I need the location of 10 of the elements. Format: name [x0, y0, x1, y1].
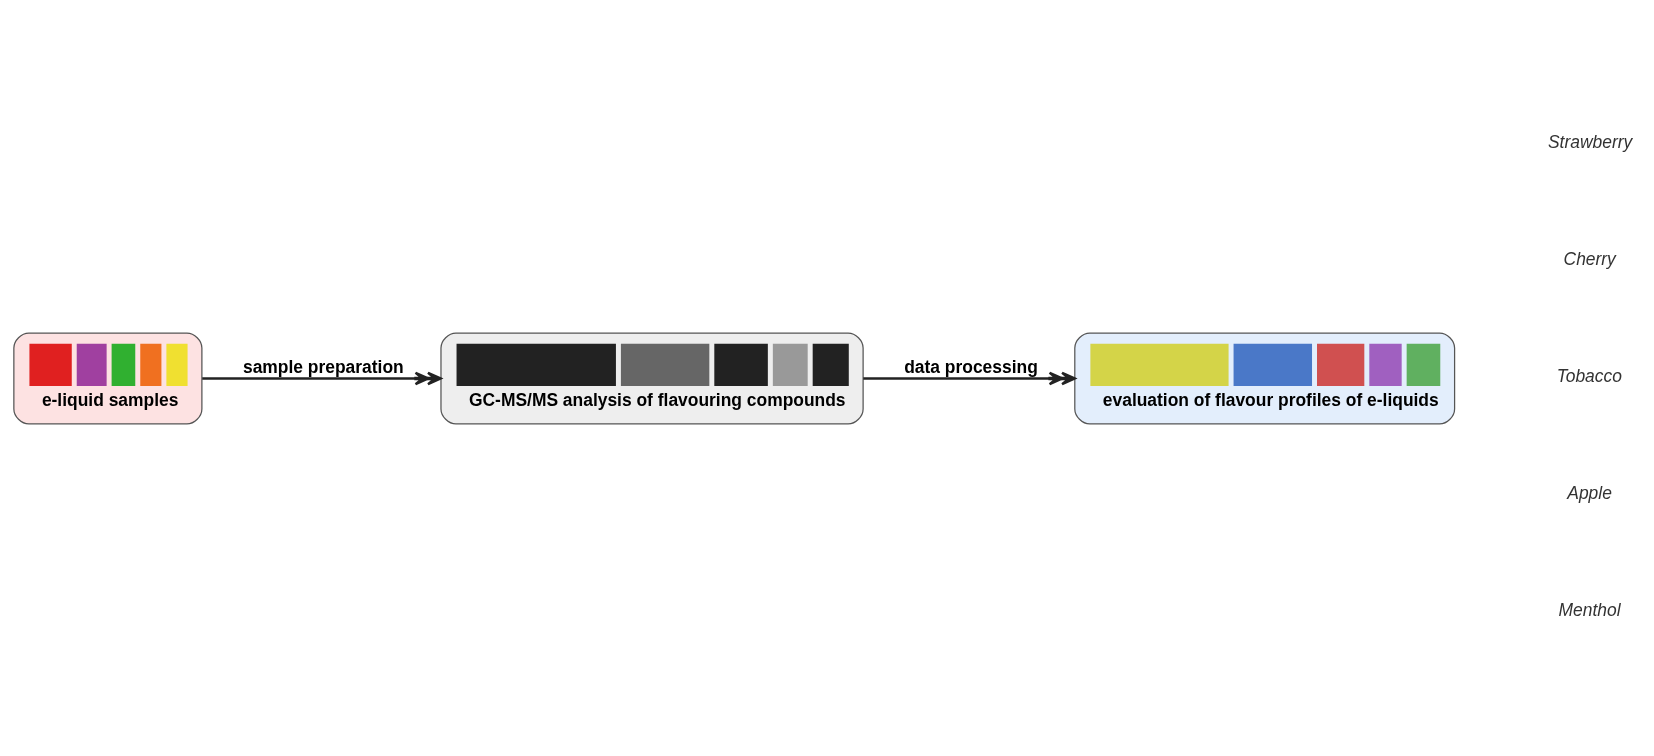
edge-label: sample preparation [242, 356, 404, 377]
node-box: e-liquid samples [13, 331, 203, 425]
edge-label: data processing [904, 356, 1038, 377]
label: Cherry [1563, 248, 1616, 269]
label: Apple [1567, 482, 1612, 503]
node-box: evaluation of flavour profiles of e-liquids [1074, 331, 1456, 425]
label: Tobacco [1556, 365, 1622, 386]
node-box: GC-MS/MS analysis of flavouring compounds [440, 331, 864, 425]
label: Strawberry [1547, 131, 1633, 152]
label: Menthol [1558, 599, 1621, 620]
